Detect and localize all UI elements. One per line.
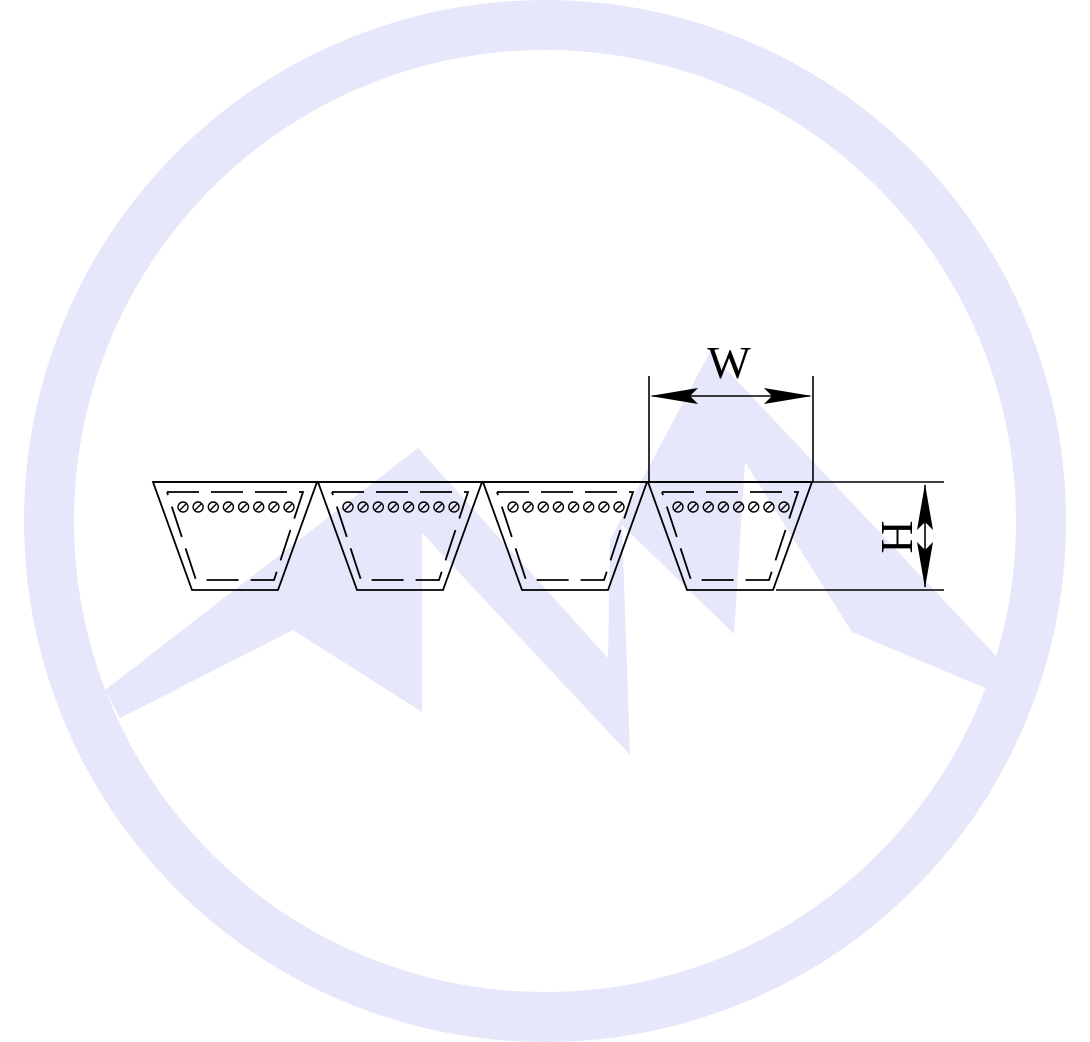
cord-hatch — [224, 503, 232, 511]
cord — [418, 501, 430, 513]
height-arrow-bottom — [917, 542, 933, 588]
cord-hatch — [570, 503, 578, 511]
width-arrow-left — [650, 388, 698, 404]
belt-rib — [151, 481, 319, 591]
cord — [583, 501, 595, 513]
cord-hatch — [270, 503, 278, 511]
cord-hatch — [689, 503, 697, 511]
rib-inner-lines — [331, 491, 470, 581]
cord — [207, 501, 220, 513]
cord-hatch — [554, 503, 562, 511]
cord — [613, 501, 625, 513]
cord-hatch — [359, 503, 367, 511]
cord — [433, 501, 445, 513]
cord — [507, 501, 519, 513]
cord — [763, 501, 775, 513]
cord — [283, 501, 295, 513]
cord-hatch — [209, 503, 217, 511]
belt-rib — [481, 481, 649, 591]
belt-rib — [316, 481, 484, 591]
cord — [567, 501, 580, 513]
rib-cords — [342, 501, 460, 513]
cord — [748, 501, 760, 513]
cord — [717, 501, 730, 513]
cord — [778, 501, 790, 513]
cord-hatch — [194, 503, 202, 511]
belt-cross-section — [151, 481, 814, 591]
cord-hatch — [735, 503, 743, 511]
cord — [357, 501, 369, 513]
cord-hatch — [765, 503, 773, 511]
rib-outline — [481, 481, 649, 591]
cord — [372, 501, 384, 513]
cord-hatch — [179, 503, 187, 511]
cord-hatch — [524, 503, 532, 511]
cord-hatch — [435, 503, 443, 511]
cord-hatch — [420, 503, 428, 511]
cord — [177, 501, 189, 513]
rib-inner-lines — [496, 491, 635, 581]
cord — [537, 501, 549, 513]
rib-outline — [646, 481, 814, 591]
watermark-ring — [24, 0, 1066, 1042]
height-arrow-top — [917, 484, 933, 530]
cord — [402, 501, 415, 513]
cord — [598, 501, 610, 513]
belt-rib — [646, 481, 814, 591]
cord — [522, 501, 534, 513]
cord-hatch — [285, 503, 293, 511]
cord — [222, 501, 235, 513]
cord — [732, 501, 745, 513]
watermark-logo — [24, 0, 1066, 1042]
cord-hatch — [344, 503, 352, 511]
cord-hatch — [750, 503, 758, 511]
height-label: H — [872, 520, 923, 553]
cord — [342, 501, 354, 513]
cord-hatch — [255, 503, 263, 511]
width-arrow-right — [764, 388, 812, 404]
cord-hatch — [389, 503, 397, 511]
cord — [448, 501, 460, 513]
cord — [702, 501, 714, 513]
cord-hatch — [674, 503, 682, 511]
height-dimension: H — [776, 481, 944, 591]
cord — [672, 501, 684, 513]
cord-hatch — [509, 503, 517, 511]
cord-hatch — [615, 503, 623, 511]
cord-hatch — [585, 503, 593, 511]
cord — [237, 501, 250, 513]
cord-hatch — [600, 503, 608, 511]
rib-cords — [672, 501, 790, 513]
cord — [253, 501, 265, 513]
cord-hatch — [704, 503, 712, 511]
cord-hatch — [374, 503, 382, 511]
rib-inner-lines — [661, 491, 800, 581]
cord-hatch — [450, 503, 458, 511]
cord — [192, 501, 204, 513]
width-dimension: W — [648, 337, 814, 482]
watermark-mountains — [105, 352, 1000, 755]
rib-cords — [177, 501, 295, 513]
cord-hatch — [405, 503, 413, 511]
rib-cords — [507, 501, 625, 513]
cord — [387, 501, 400, 513]
cord — [552, 501, 565, 513]
rib-inner-lines — [166, 491, 305, 581]
cord-hatch — [240, 503, 248, 511]
cord-hatch — [539, 503, 547, 511]
cord — [268, 501, 280, 513]
width-label: W — [707, 337, 751, 388]
rib-outline — [151, 481, 319, 591]
cord-hatch — [719, 503, 727, 511]
cord — [687, 501, 699, 513]
cord-hatch — [780, 503, 788, 511]
rib-outline — [316, 481, 484, 591]
